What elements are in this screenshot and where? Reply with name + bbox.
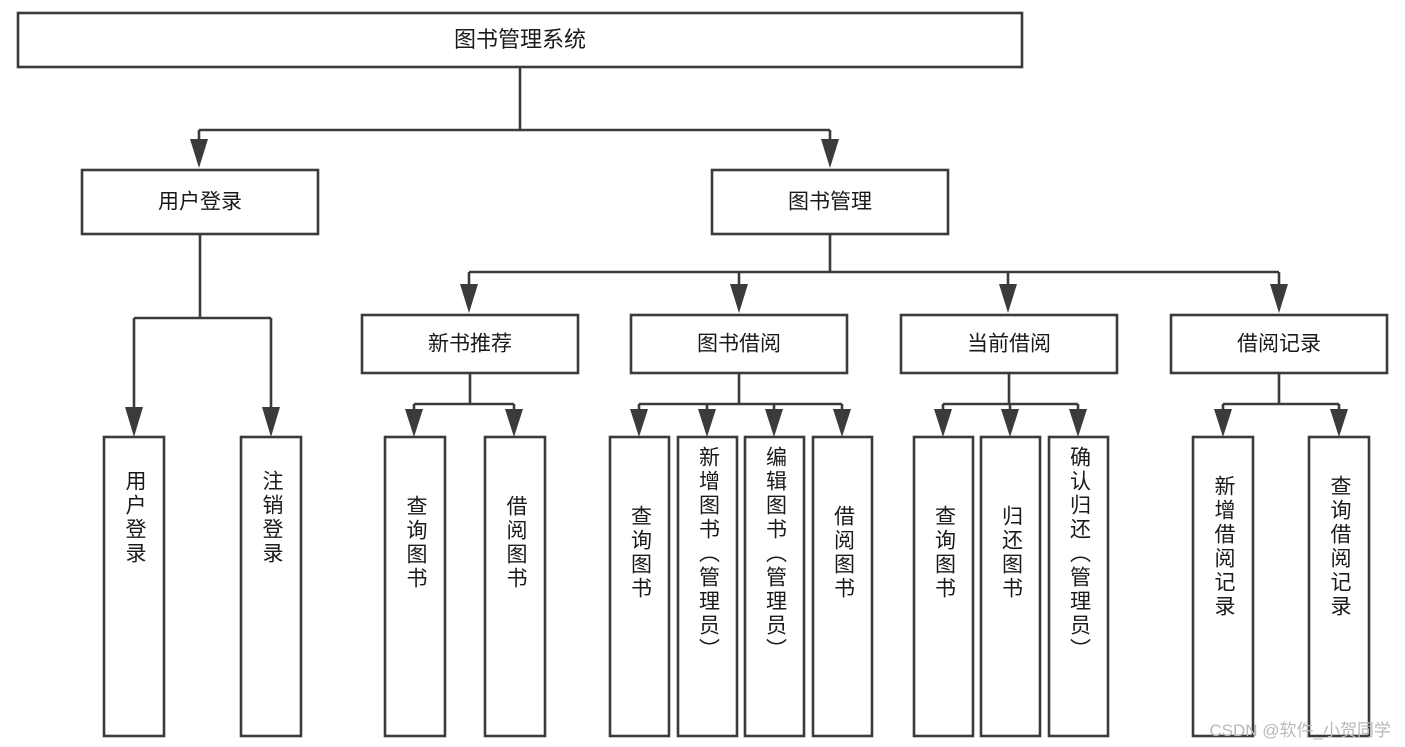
node-book-manage[interactable] (710, 168, 950, 236)
node-new-book-recommend[interactable] (360, 313, 580, 375)
leaf-box-nbr-2[interactable] (483, 435, 547, 738)
leaf-box-br-2[interactable] (1307, 435, 1371, 738)
leaf-box-bb-2[interactable] (676, 435, 739, 738)
arrow-head-nbr-leaf-2 (505, 409, 523, 437)
arrow-head-user-login (190, 139, 208, 168)
arrow-head-book-manage (821, 139, 839, 168)
arrow-head-bb-leaf-3 (765, 409, 783, 437)
leaf-box-user-login-2[interactable] (239, 435, 303, 738)
arrow-head-new-book-recommend (460, 284, 478, 313)
arrow-head-book-borrow (730, 284, 748, 313)
arrow-head-bb-leaf-2 (698, 409, 716, 437)
node-root[interactable] (16, 11, 1024, 69)
leaf-box-br-1[interactable] (1191, 435, 1255, 738)
node-borrow-record-label: 借阅记录 (1237, 333, 1321, 356)
node-current-borrow[interactable] (899, 313, 1119, 375)
node-new-book-recommend-label: 新书推荐 (428, 333, 512, 356)
leaf-box-bb-3[interactable] (743, 435, 806, 738)
arrow-head-nbr-leaf-1 (405, 409, 423, 437)
leaf-box-nbr-1[interactable] (383, 435, 447, 738)
arrow-head-bb-leaf-4 (833, 409, 851, 437)
node-book-manage-label: 图书管理 (788, 191, 872, 214)
arrow-head-user-login-leaf-1 (125, 407, 143, 437)
arrow-head-cb-leaf-2 (1001, 409, 1019, 437)
node-book-borrow-label: 图书借阅 (697, 333, 781, 356)
leaf-box-user-login-1[interactable] (102, 435, 166, 738)
node-root-label: 图书管理系统 (454, 27, 586, 52)
leaf-box-cb-3[interactable] (1047, 435, 1110, 738)
node-user-login-label: 用户登录 (158, 191, 242, 214)
node-current-borrow-label: 当前借阅 (967, 333, 1051, 356)
arrow-head-br-leaf-2 (1330, 409, 1348, 437)
arrow-head-bb-leaf-1 (630, 409, 648, 437)
arrow-head-user-login-leaf-2 (262, 407, 280, 437)
node-book-borrow[interactable] (629, 313, 849, 375)
leaf-box-bb-1[interactable] (608, 435, 671, 738)
arrow-head-current-borrow (999, 284, 1017, 313)
arrow-head-cb-leaf-3 (1069, 409, 1087, 437)
arrow-head-borrow-record (1270, 284, 1288, 313)
leaf-box-cb-2[interactable] (979, 435, 1042, 738)
leaf-box-cb-1[interactable] (912, 435, 975, 738)
arrow-head-br-leaf-1 (1214, 409, 1232, 437)
arrow-head-cb-leaf-1 (934, 409, 952, 437)
leaf-box-bb-4[interactable] (811, 435, 874, 738)
node-borrow-record[interactable] (1169, 313, 1389, 375)
